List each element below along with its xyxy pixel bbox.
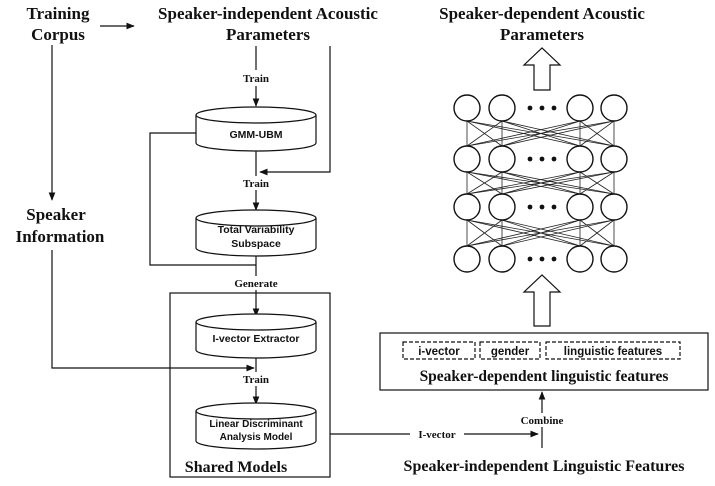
gender-feature-label: gender: [491, 346, 530, 358]
training-corpus-label: Training: [27, 4, 90, 23]
gmm-ubm-label: GMM-UBM: [229, 129, 282, 141]
nn-connection: [466, 120, 503, 147]
nn-connection: [501, 171, 615, 195]
nn-node: [600, 245, 628, 273]
gender-feature-box: [479, 341, 541, 360]
nn-node: [488, 145, 516, 173]
nn-connection: [501, 120, 615, 147]
lda-cylinder: Linear Discriminant Analysis Model: [195, 402, 317, 450]
training-corpus-label-line2: Corpus: [31, 25, 85, 44]
train-label-2: Train: [243, 178, 269, 190]
nn-connection: [466, 219, 503, 247]
nn-connection: [466, 219, 581, 247]
nn-ellipsis-dot: [551, 256, 557, 262]
nn-ellipsis-dot: [527, 204, 533, 210]
nn-ellipsis-dot: [539, 204, 545, 210]
si-linguistic-label: Speaker-independent Linguistic Features: [404, 458, 685, 475]
nn-node: [488, 193, 516, 221]
lda-label-line1: Linear Discriminant: [209, 419, 303, 430]
nn-connection: [579, 171, 615, 195]
generate-label: Generate: [234, 278, 277, 290]
nn-connection: [579, 219, 615, 247]
sd-acoustic-params-label-line2: Parameters: [500, 25, 584, 44]
nn-connection: [466, 171, 581, 195]
input-hollow-arrow: [522, 274, 562, 327]
nn-node: [453, 245, 481, 273]
nn-connection: [466, 171, 615, 195]
sd-linguistic-label: Speaker-dependent linguistic features: [420, 368, 669, 385]
nn-node: [600, 193, 628, 221]
speaker-to-extractor-line: [51, 250, 255, 372]
tvs-label-line2: Subspace: [231, 238, 281, 250]
ivector-extractor-cylinder: I-vector Extractor: [195, 313, 317, 359]
nn-connection: [466, 171, 503, 195]
nn-connection: [501, 219, 615, 247]
speaker-information-label-line2: Information: [16, 227, 105, 246]
gmm-bypass-line: [149, 132, 256, 266]
sd-linguistic-box: [379, 332, 709, 391]
nn-ellipsis-dot: [551, 105, 557, 111]
nn-ellipsis-dot: [527, 156, 533, 162]
nn-connection: [466, 120, 615, 147]
total-variability-cylinder: Total Variability Subspace: [195, 209, 317, 257]
nn-node: [566, 145, 594, 173]
si-acoustic-params-label: Speaker-independent Acoustic: [158, 4, 378, 23]
linguistic-feature-label: linguistic features: [564, 346, 662, 358]
nn-ellipsis-dot: [539, 256, 545, 262]
nn-connection: [579, 120, 615, 147]
sd-acoustic-params-label: Speaker-dependent Acoustic: [439, 4, 645, 23]
nn-ellipsis-dot: [539, 156, 545, 162]
nn-ellipsis-dot: [527, 105, 533, 111]
nn-node: [566, 94, 594, 122]
speaker-information-label: Speaker: [26, 205, 86, 224]
nn-connection: [466, 219, 615, 247]
nn-node: [488, 245, 516, 273]
gmm-ubm-cylinder: GMM-UBM: [195, 106, 317, 152]
nn-ellipsis-dot: [551, 156, 557, 162]
linguistic-feature-box: [545, 341, 681, 360]
shared-models-box: [169, 292, 331, 478]
combine-label: Combine: [521, 415, 564, 427]
nn-ellipsis-dot: [527, 256, 533, 262]
acoustic-to-tvs-line: [259, 46, 331, 176]
train-label-3: Train: [243, 374, 269, 386]
output-hollow-arrow: [522, 47, 562, 91]
nn-node: [600, 94, 628, 122]
ivector-arrow-label: I-vector: [418, 429, 455, 441]
nn-ellipsis-dot: [539, 105, 545, 111]
shared-models-label: Shared Models: [185, 459, 287, 476]
si-acoustic-params-label-line2: Parameters: [226, 25, 310, 44]
lda-label-line2: Analysis Model: [220, 432, 293, 443]
nn-connection: [466, 120, 581, 147]
nn-node: [453, 145, 481, 173]
nn-ellipsis-dot: [551, 204, 557, 210]
tvs-label-line1: Total Variability: [218, 224, 295, 236]
ivector-feature-box: [402, 341, 476, 360]
neural-network: [453, 94, 628, 273]
ivector-feature-label: i-vector: [418, 346, 460, 358]
nn-node: [453, 193, 481, 221]
nn-node: [566, 193, 594, 221]
train-label-1: Train: [243, 73, 269, 85]
nn-node: [600, 145, 628, 173]
nn-node: [453, 94, 481, 122]
ivector-extractor-label: I-vector Extractor: [213, 333, 300, 345]
nn-node: [488, 94, 516, 122]
nn-node: [566, 245, 594, 273]
